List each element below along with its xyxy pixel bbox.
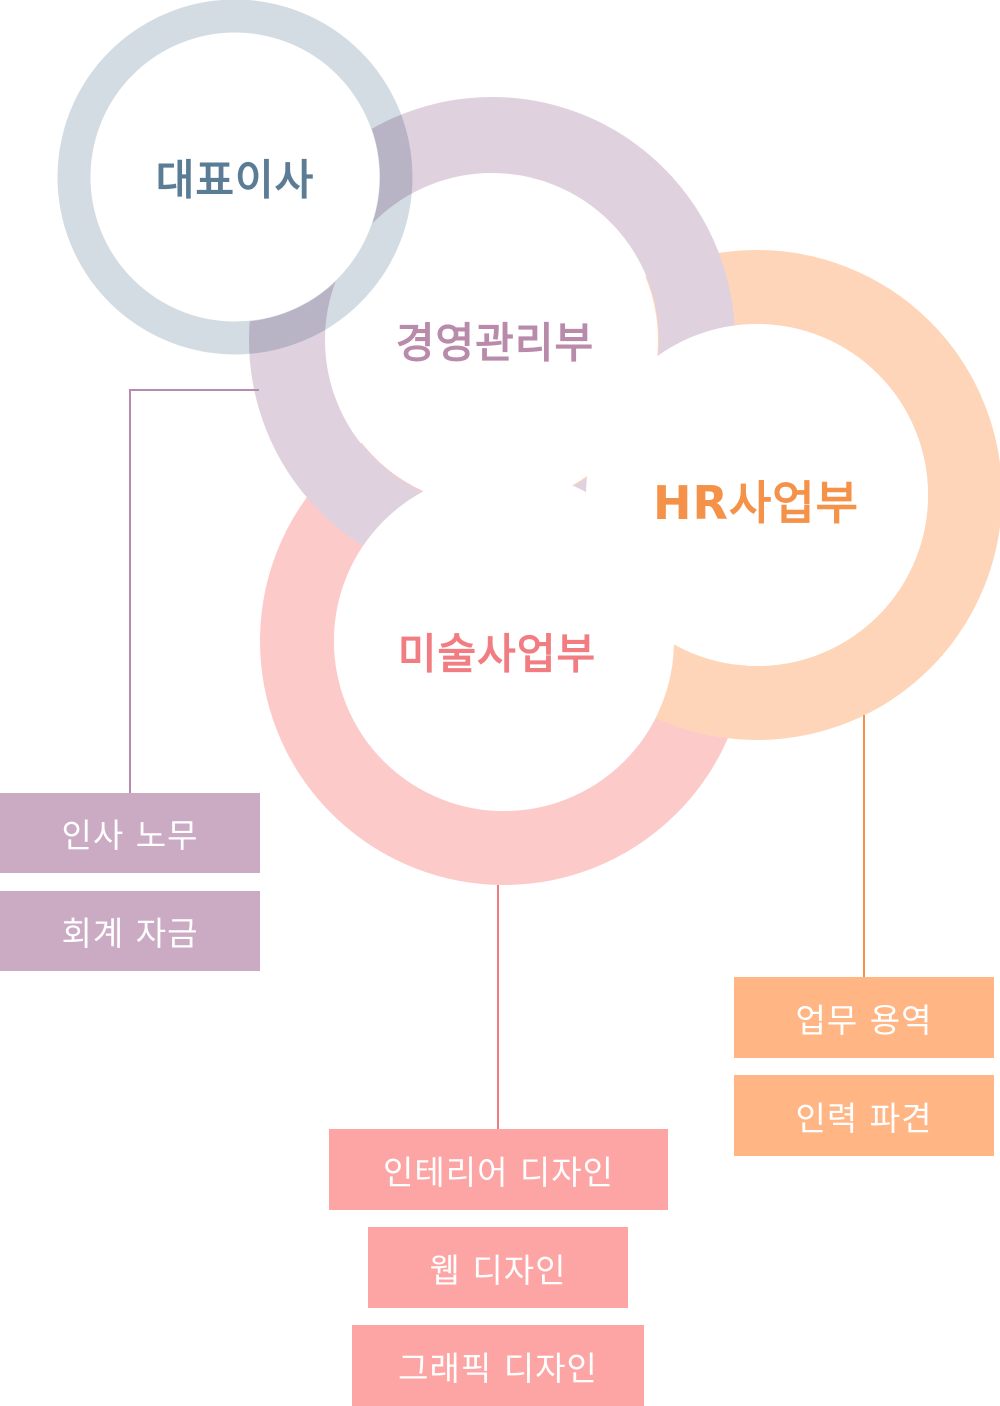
art-label: 미술사업부 — [397, 629, 597, 679]
task-box: 인력 파견 — [734, 1075, 994, 1156]
task-box: 웹 디자인 — [368, 1227, 628, 1308]
management-connector-v — [129, 389, 131, 793]
task-box: 인테리어 디자인 — [329, 1129, 668, 1210]
management-label: 경영관리부 — [395, 318, 595, 368]
task-box: 회계 자금 — [0, 891, 260, 971]
task-box: 그래픽 디자인 — [352, 1325, 644, 1406]
task-box: 업무 용역 — [734, 977, 994, 1058]
ceo-fill — [90, 32, 380, 322]
art-fill — [334, 471, 674, 811]
ceo-label: 대표이사 — [155, 155, 315, 205]
ceo-ring — [57, 0, 413, 355]
hr-connector — [863, 715, 865, 977]
hr-fill — [586, 324, 928, 666]
management-connector-h — [129, 389, 259, 391]
hr-label: HR사업부 — [653, 476, 859, 530]
task-box: 인사 노무 — [0, 793, 260, 873]
management-fill — [326, 174, 658, 506]
art-connector — [497, 885, 499, 1129]
